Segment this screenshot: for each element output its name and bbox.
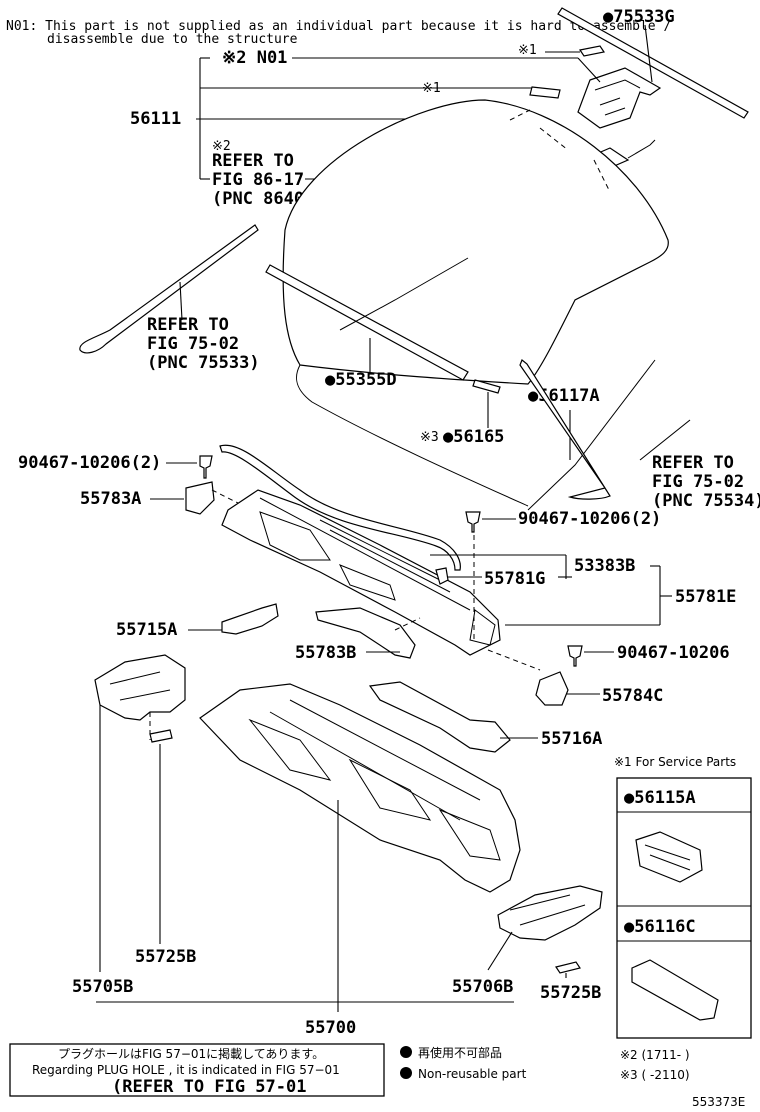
label-55700: 55700 xyxy=(305,1018,356,1038)
bracket-55715a xyxy=(221,603,279,635)
label-55783a: 55783A xyxy=(80,489,141,509)
small-clip-part xyxy=(579,45,605,57)
label-90467-left: 90467-10206(2) xyxy=(18,453,161,473)
service-clip-56115a xyxy=(635,831,703,883)
windshield-lower-edge xyxy=(296,364,529,507)
plug-55725b-right xyxy=(555,961,581,974)
refer-fig75-line3: (PNC 75533) xyxy=(147,353,260,373)
label-90467-right: 90467-10206 xyxy=(617,643,730,663)
glass-stopper xyxy=(527,359,656,511)
bracket-55784c xyxy=(535,671,569,706)
refer-fig86-line2: FIG 86-17 xyxy=(212,170,304,190)
panel-55716a xyxy=(368,681,511,753)
refer-fig75-line1: REFER TO xyxy=(147,315,229,335)
figure-id: 553373E xyxy=(692,1095,745,1109)
label-56111: 56111 xyxy=(130,109,181,129)
clip-right-icon xyxy=(567,645,583,667)
bracket-55705b xyxy=(94,654,186,721)
roof-molding xyxy=(557,7,749,119)
plug-55725b-left xyxy=(149,729,173,743)
label-56165: ●56165 xyxy=(443,427,504,447)
label-55781g: 55781G xyxy=(484,569,545,589)
cowl-seal xyxy=(219,444,461,571)
service-strip-56116c xyxy=(631,959,719,1021)
plug-hole-box xyxy=(9,1043,385,1097)
label-55784c: 55784C xyxy=(602,686,663,706)
label-75533g: ●75533G xyxy=(603,7,675,27)
legend-dot-jp xyxy=(400,1046,412,1058)
label-55725b-mid: 55725B xyxy=(135,947,196,967)
refer-fig75r-line1: REFER TO xyxy=(652,453,734,473)
footnote-star2: ※2 (1711- ) xyxy=(620,1048,690,1062)
footnote-star3: ※3 ( -2110) xyxy=(620,1068,690,1082)
cowl-top-panel xyxy=(221,489,501,656)
label-55781e: 55781E xyxy=(675,587,736,607)
glass-dam-strip xyxy=(265,264,469,381)
label-55706b: 55706B xyxy=(452,977,513,997)
label-star1-top: ※1 xyxy=(518,43,537,58)
bracket-55783a xyxy=(185,481,215,515)
legend-jp: 再使用不可部品 xyxy=(418,1045,502,1060)
service-parts-header: ※1 For Service Parts xyxy=(614,755,736,769)
refer-fig75-line2: FIG 75-02 xyxy=(147,334,239,354)
service-item-56116c: ●56116C xyxy=(624,917,696,937)
label-55355d: ●55355D xyxy=(325,370,397,390)
note-n01-line2: disassemble due to the structure xyxy=(47,32,298,47)
plug-hole-jp: プラグホールはFIG 57−01に掲載してあります。 xyxy=(58,1046,324,1061)
label-90467-mid: 90467-10206(2) xyxy=(518,509,661,529)
label-55715a: 55715A xyxy=(116,620,177,640)
legend-en: Non-reusable part xyxy=(418,1067,527,1081)
label-star2-n01: ※2 N01 xyxy=(222,48,287,68)
plug-hole-refer: (REFER TO FIG 57-01 xyxy=(112,1077,306,1097)
clip-left-icon xyxy=(199,455,213,479)
label-55716a: 55716A xyxy=(541,729,602,749)
left-pillar-molding xyxy=(79,224,259,354)
right-pillar-molding xyxy=(519,359,611,500)
label-star2-refer: ※2 xyxy=(212,139,231,154)
service-item-56115a: ●56115A xyxy=(624,788,696,808)
note-n01-line1: N01: This part is not supplied as an ind… xyxy=(6,19,671,34)
refer-fig86-line1: REFER TO xyxy=(212,151,294,171)
refer-fig75r-line2: FIG 75-02 xyxy=(652,472,744,492)
label-55783b: 55783B xyxy=(295,643,356,663)
spacer-56165 xyxy=(472,379,501,394)
refer-fig75r-line3: (PNC 75534) xyxy=(652,491,760,511)
bracket-55706b xyxy=(497,885,603,941)
label-55705b: 55705B xyxy=(72,977,133,997)
dash-panel-55700 xyxy=(199,683,521,893)
bracket-55783b xyxy=(315,607,416,659)
part-55781g-icon xyxy=(435,567,449,585)
label-53383b: 53383B xyxy=(574,556,635,576)
label-star3: ※3 xyxy=(420,430,439,445)
clip-mid-icon xyxy=(465,511,481,533)
label-55725b-right: 55725B xyxy=(540,983,601,1003)
windshield-glass xyxy=(282,99,669,385)
legend-dot-en xyxy=(400,1067,412,1079)
plug-hole-en: Regarding PLUG HOLE , it is indicated in… xyxy=(32,1063,340,1077)
